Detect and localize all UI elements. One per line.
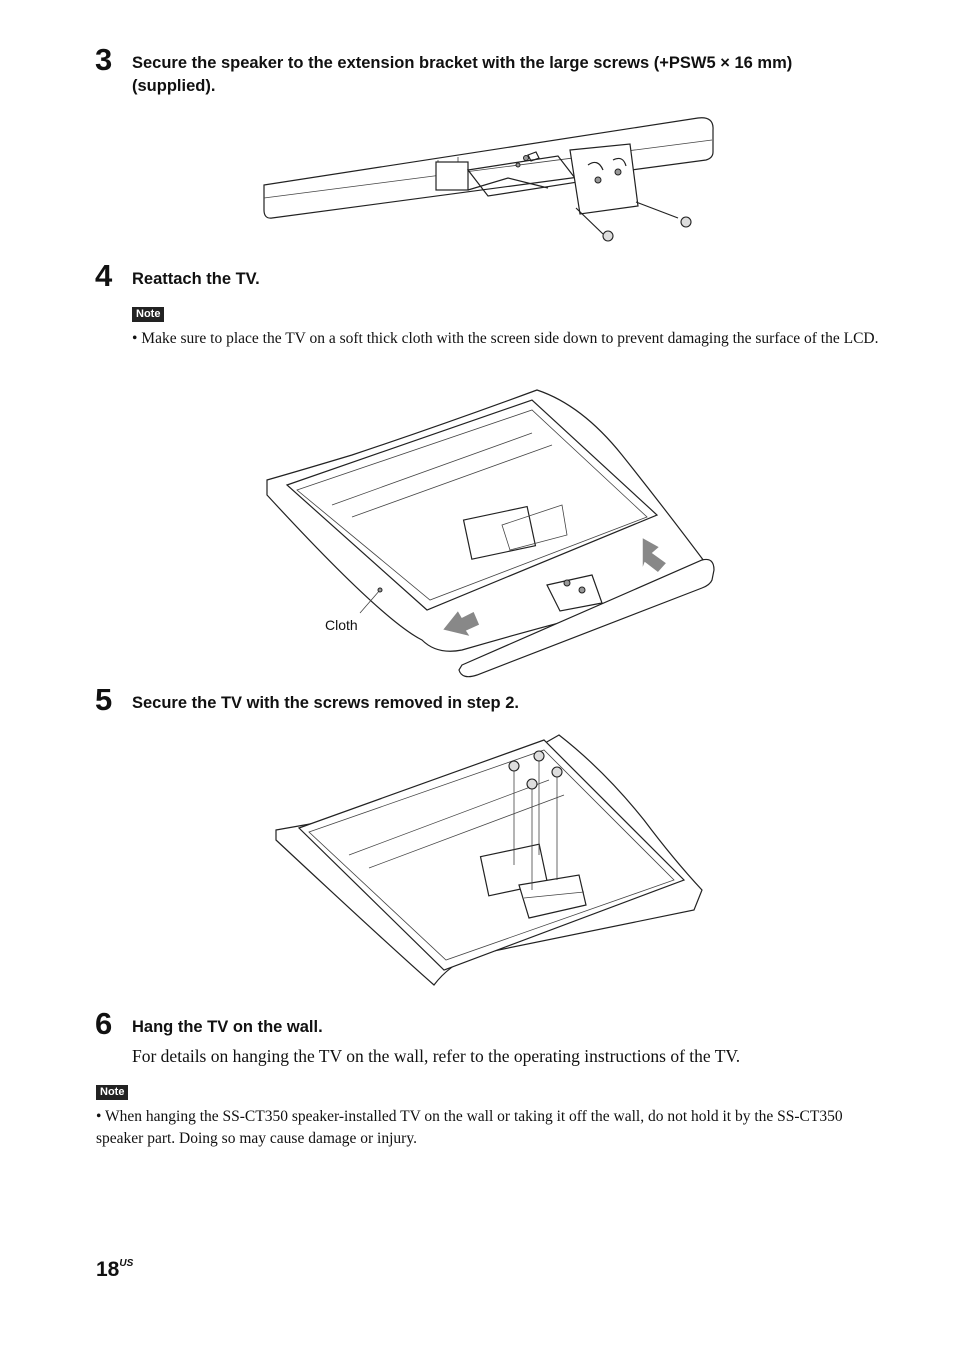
page-number-value: 18 [96,1258,120,1281]
note-badge: Note [96,1085,129,1100]
page-number-suffix: US [119,1258,134,1269]
step-4-number: 4 [95,258,113,293]
step-5-heading: Secure the TV with the screws removed in… [132,694,519,712]
step-3-number: 3 [95,42,113,77]
note-text: • Make sure to place the TV on a soft th… [132,330,879,347]
step-3-heading: Secure the speaker to the extension brac… [132,54,793,95]
speaker-bracket-illustration [263,117,714,242]
cloth-label: Cloth [325,617,358,633]
step-4-heading: Reattach the TV. [132,270,260,288]
step-6-heading: Hang the TV on the wall. [132,1018,323,1036]
note-text: • When hanging the SS-CT350 speaker-inst… [96,1108,843,1147]
tv-screws-illustration [275,734,703,986]
step-6-number: 6 [95,1006,113,1041]
note-badge: Note [132,307,165,322]
tv-on-cloth-illustration [266,389,715,678]
page-number: 18US [96,1258,133,1282]
step-5-number: 5 [95,682,113,717]
step-6-detail: For details on hanging the TV on the wal… [132,1046,741,1066]
